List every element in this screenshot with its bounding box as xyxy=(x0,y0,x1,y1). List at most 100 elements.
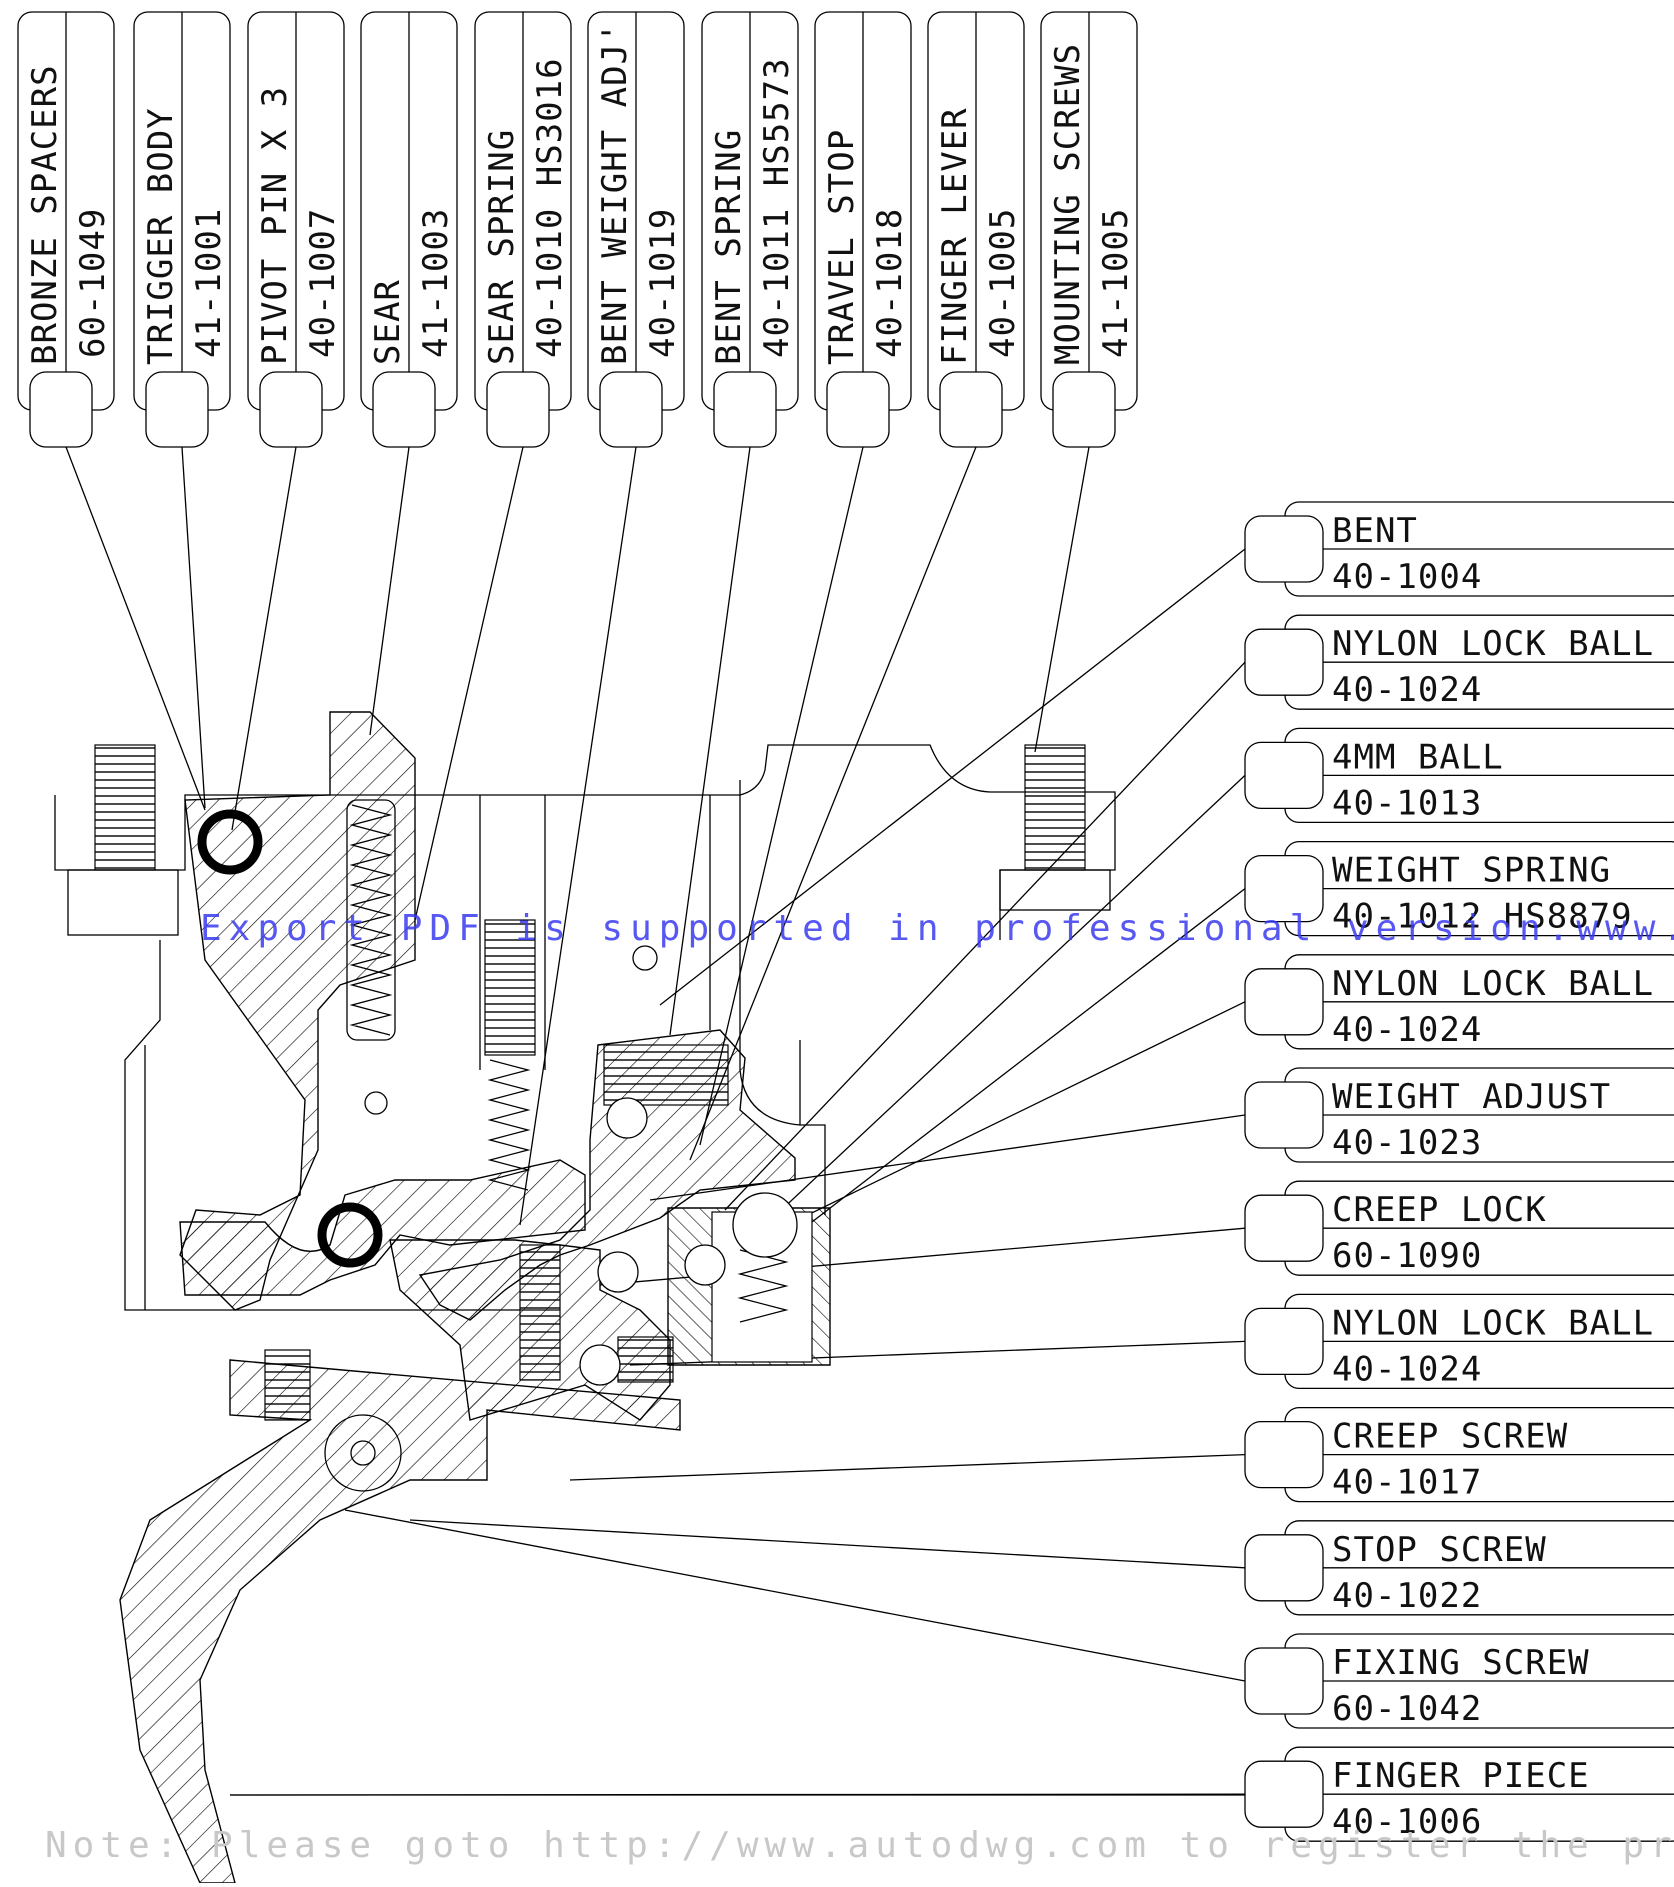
nylon-lock-ball-3 xyxy=(579,1344,621,1386)
bent-weight-adj-screw xyxy=(484,919,536,1056)
top-tag-part: 40-1005 xyxy=(983,208,1023,358)
top-leader-9 xyxy=(689,446,977,1161)
right-leader-2 xyxy=(724,661,1246,1211)
right-tag-part: 60-1042 xyxy=(1332,1689,1482,1729)
top-tag-name: MOUNTING SCREWS xyxy=(1048,43,1088,365)
sear-spring xyxy=(349,804,393,1036)
tag-balloon xyxy=(1244,741,1324,810)
bent-spring xyxy=(487,1059,531,1191)
right-tag-name: 4MM BALL xyxy=(1332,737,1504,777)
top-leader-6 xyxy=(519,446,637,1226)
top-tag-part: 41-1001 xyxy=(189,208,229,358)
sear-spring-guide xyxy=(346,799,396,1041)
tag-balloon xyxy=(1244,1194,1324,1262)
ball-4mm xyxy=(732,1192,798,1258)
register-note: Note: Please goto http://www.autodwg.com… xyxy=(45,1825,1674,1866)
travel-stop-screw xyxy=(603,1044,729,1106)
tag-balloon xyxy=(1244,515,1324,583)
pivot-pin-mid xyxy=(317,1202,383,1268)
pivot-pin-bottom-center xyxy=(350,1440,376,1466)
right-block xyxy=(999,869,1111,911)
right-tag-name: WEIGHT ADJUST xyxy=(1332,1077,1611,1117)
top-tag-name: BENT WEIGHT ADJ' xyxy=(595,21,635,365)
tag-balloon xyxy=(145,371,209,448)
top-leader-3 xyxy=(231,446,297,831)
top-tag-name: TRAVEL STOP xyxy=(822,129,862,365)
tag-balloon xyxy=(1244,1534,1324,1602)
top-tag-name: FINGER LEVER xyxy=(935,107,975,365)
top-tag-name: SEAR xyxy=(368,279,408,365)
right-tag-2: NYLON LOCK BALL 40-1024 xyxy=(1244,614,1674,710)
top-tag-part: 41-1005 xyxy=(1096,208,1136,358)
top-tag-part: 40-1011 HS5573 xyxy=(757,57,797,358)
top-tag-name: TRIGGER BODY xyxy=(141,107,181,365)
top-leader-4 xyxy=(369,446,410,736)
weight-spring xyxy=(737,1249,789,1323)
right-tag-name: STOP SCREW xyxy=(1332,1530,1547,1570)
right-tag-name: FIXING SCREW xyxy=(1332,1643,1590,1683)
top-tag-name: BRONZE SPACERS xyxy=(25,64,65,365)
right-tag-name: FINGER PIECE xyxy=(1332,1756,1590,1796)
right-leader-1 xyxy=(659,548,1246,1006)
pivot-pin-top xyxy=(197,809,263,875)
top-leader-2 xyxy=(181,446,206,809)
tag-balloon xyxy=(1244,1307,1324,1376)
top-tag-name: PIVOT PIN X 3 xyxy=(255,86,295,365)
right-leader-10 xyxy=(409,1519,1246,1569)
top-tag-part: 40-1018 xyxy=(870,208,910,358)
right-leader-11 xyxy=(344,1509,1246,1682)
right-tag-name: CREEP SCREW xyxy=(1332,1417,1568,1457)
trigger-mechanism xyxy=(54,711,1245,1884)
right-tag-11: FIXING SCREW 60-1042 xyxy=(1244,1633,1674,1729)
leader-lines xyxy=(65,446,1246,1796)
top-tag-6: BENT WEIGHT ADJ'40-1019 xyxy=(587,11,685,448)
right-tag-part: 40-1024 xyxy=(1332,670,1482,710)
sear-lower-hatched xyxy=(179,1159,586,1296)
tag-balloon xyxy=(713,371,777,448)
watermark-text: Export PDF is supported in professional … xyxy=(200,908,1674,949)
sear-hatched xyxy=(179,711,416,1311)
top-tag-part: 41-1003 xyxy=(416,208,456,358)
right-leader-3 xyxy=(759,774,1246,1231)
tag-balloon xyxy=(486,371,550,448)
tag-balloon xyxy=(1244,628,1324,696)
top-tag-part: 40-1010 HS3016 xyxy=(530,57,570,358)
right-tag-name: NYLON LOCK BALL xyxy=(1332,624,1654,664)
ball-1 xyxy=(632,945,658,971)
tag-balloon xyxy=(939,371,1003,448)
creep-screw xyxy=(519,1244,561,1381)
tag-balloon xyxy=(1244,968,1324,1036)
tag-balloon xyxy=(259,371,323,448)
tag-balloon xyxy=(29,371,93,448)
tag-balloon xyxy=(372,371,436,448)
mounting-screw-left xyxy=(94,744,156,871)
mounting-screw-right xyxy=(1024,744,1086,871)
right-tag-part: 40-1012 HS8879 xyxy=(1332,897,1633,937)
top-tag-part: 60-1049 xyxy=(73,208,113,358)
top-tag-name: SEAR SPRING xyxy=(482,129,522,365)
inner-lines xyxy=(479,780,826,1215)
right-tag-name: NYLON LOCK BALL xyxy=(1332,1303,1654,1343)
tag-balloon xyxy=(1244,1081,1324,1149)
top-leader-5 xyxy=(414,446,524,921)
right-tag-part: 40-1024 xyxy=(1332,1010,1482,1050)
tag-balloon xyxy=(599,371,663,448)
right-leader-4 xyxy=(759,888,1246,1263)
